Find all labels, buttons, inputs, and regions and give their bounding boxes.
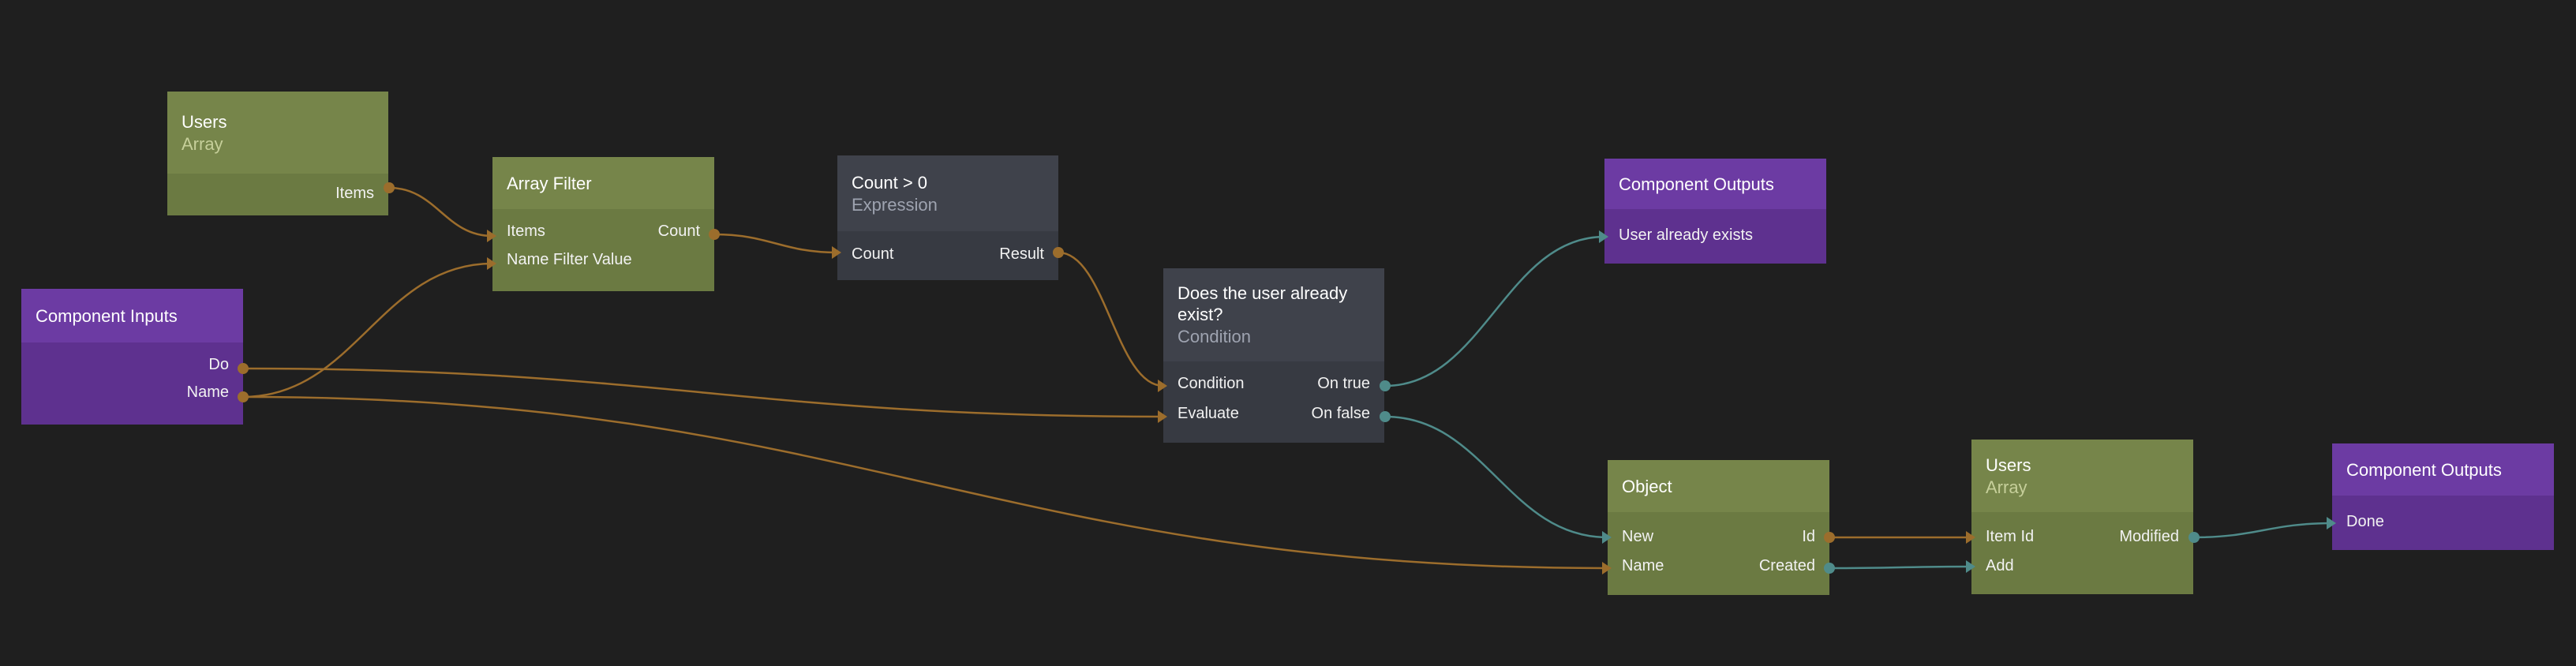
input-arrow-icon (1966, 560, 1975, 573)
input-arrow-icon (487, 230, 496, 242)
port-created-out[interactable]: Created (1758, 557, 1815, 574)
node-title: Users (1986, 455, 2031, 475)
output-dot-icon[interactable] (1053, 247, 1064, 258)
wire-items-to-filter (388, 186, 493, 238)
port-done-in[interactable]: Done (2346, 513, 2384, 530)
node-ports: Done (2332, 496, 2554, 550)
node-header: Array Filter (492, 157, 714, 209)
node-title: Component Inputs (36, 305, 178, 326)
node-title: Count > 0 (852, 172, 928, 193)
output-dot-icon[interactable] (1824, 563, 1835, 574)
users-array-node[interactable]: Users Array Items (167, 92, 388, 215)
node-ports: Item Id Add Modified (1971, 512, 2193, 594)
object-node[interactable]: Object New Name Id Created (1608, 460, 1829, 595)
output-dot-icon[interactable] (238, 391, 249, 402)
input-arrow-icon (1602, 562, 1612, 574)
input-arrow-icon (1966, 531, 1975, 544)
port-items-in[interactable]: Items (507, 223, 545, 240)
port-modified-out[interactable]: Modified (2119, 528, 2179, 545)
input-arrow-icon (1158, 410, 1167, 423)
node-ports: Do Name (21, 342, 243, 425)
wire-ontrue-to-output (1384, 235, 1605, 387)
input-arrow-icon (1599, 230, 1608, 243)
output-dot-icon[interactable] (709, 229, 720, 240)
node-ports: Condition Evaluate On true On false (1163, 361, 1384, 443)
component-outputs-node[interactable]: Component Outputs User already exists (1604, 159, 1826, 264)
node-ports: Items Name Filter Value Count (492, 209, 714, 291)
output-dot-icon[interactable] (384, 182, 395, 193)
port-result-out[interactable]: Result (999, 245, 1044, 263)
node-ports: New Name Id Created (1608, 512, 1829, 595)
wire-count-to-expression (713, 233, 838, 254)
node-title-line2: exist? (1178, 305, 1223, 324)
node-header: Does the user already exist? Condition (1163, 268, 1384, 361)
users-array-node-2[interactable]: Users Array Item Id Add Modified (1971, 440, 2193, 594)
wire-result-to-condition (1058, 251, 1164, 387)
node-header: Component Outputs (1604, 159, 1826, 209)
node-title: Component Outputs (2346, 459, 2502, 480)
port-do-out[interactable]: Do (208, 356, 229, 373)
port-name-in[interactable]: Name (1622, 557, 1664, 574)
port-item-id-in[interactable]: Item Id (1986, 528, 2035, 545)
node-ports: Items (167, 174, 388, 215)
component-outputs-node-2[interactable]: Component Outputs Done (2332, 443, 2554, 550)
output-dot-icon[interactable] (1380, 411, 1391, 422)
condition-node[interactable]: Does the user already exist? Condition C… (1163, 268, 1384, 443)
node-subtitle: Expression (852, 194, 938, 215)
node-title: Array Filter (507, 173, 592, 193)
array-filter-node[interactable]: Array Filter Items Name Filter Value Cou… (492, 157, 714, 291)
node-header: Component Inputs (21, 289, 243, 342)
node-subtitle: Array (1986, 477, 2027, 497)
node-subtitle: Condition (1178, 327, 1251, 346)
wire-do-to-evaluate (242, 367, 1164, 418)
input-arrow-icon (832, 246, 841, 259)
port-name-out[interactable]: Name (186, 384, 229, 401)
port-new-in[interactable]: New (1622, 528, 1654, 545)
port-count-out[interactable]: Count (657, 223, 700, 240)
wire-created-to-add (1829, 565, 1972, 570)
port-id-out[interactable]: Id (1802, 528, 1815, 545)
node-ports: User already exists (1604, 209, 1826, 264)
node-header: Component Outputs (2332, 443, 2554, 496)
node-title: Component Outputs (1619, 174, 1774, 194)
port-count-in[interactable]: Count (852, 245, 894, 263)
wire-onfalse-to-object (1384, 415, 1608, 539)
port-name-filter-value-in[interactable]: Name Filter Value (507, 251, 632, 268)
input-arrow-icon (1158, 380, 1167, 392)
node-header: Users Array (167, 92, 388, 174)
input-arrow-icon (1602, 531, 1612, 544)
wire-modified-to-done (2193, 522, 2333, 539)
count-expression-node[interactable]: Count > 0 Expression Count Result (837, 155, 1058, 280)
port-user-already-exists-in[interactable]: User already exists (1619, 226, 1754, 244)
port-on-true-out[interactable]: On true (1317, 375, 1370, 392)
port-items-out[interactable]: Items (335, 185, 374, 202)
node-header: Users Array (1971, 440, 2193, 512)
port-condition-in[interactable]: Condition (1178, 375, 1245, 392)
node-header: Count > 0 Expression (837, 155, 1058, 231)
wire-name-to-filter (242, 262, 493, 398)
node-title: Users (182, 111, 227, 132)
output-dot-icon[interactable] (2188, 532, 2200, 543)
output-dot-icon[interactable] (1380, 380, 1391, 391)
node-subtitle: Array (182, 133, 223, 154)
node-title-line1: Does the user already (1178, 283, 1348, 303)
component-inputs-node[interactable]: Component Inputs Do Name (21, 289, 243, 425)
node-title: Object (1622, 476, 1672, 496)
input-arrow-icon (2327, 517, 2336, 529)
input-arrow-icon (487, 257, 496, 270)
port-on-false-out[interactable]: On false (1311, 405, 1370, 422)
output-dot-icon[interactable] (238, 363, 249, 374)
output-dot-icon[interactable] (1824, 532, 1835, 543)
port-add-in[interactable]: Add (1986, 557, 2014, 574)
node-header: Object (1608, 460, 1829, 512)
port-evaluate-in[interactable]: Evaluate (1178, 405, 1239, 422)
wire-name-to-object (242, 395, 1608, 570)
node-ports: Count Result (837, 231, 1058, 280)
